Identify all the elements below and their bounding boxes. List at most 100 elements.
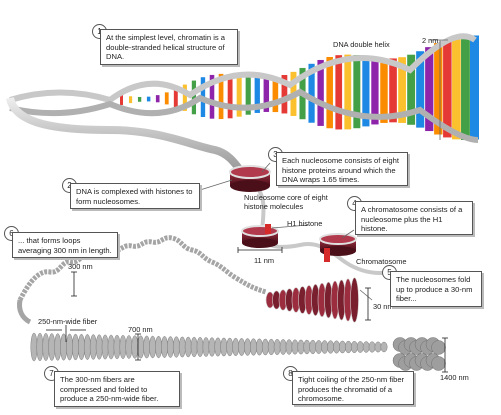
fiber-coil [309,339,317,355]
base-pair [137,96,142,102]
fiber-coil [83,334,91,360]
fiber-coil [149,335,157,359]
fiber-coil [333,340,340,354]
fiber-coil [48,333,56,361]
fiber-coil [143,335,151,359]
fiber-coil [327,340,335,354]
base-pair [245,76,251,115]
fiber-coil [297,339,305,355]
fiber-coil [285,339,293,355]
fiber-coil [36,332,44,362]
fiber-coil [72,333,79,361]
base-pair [335,55,343,130]
leader-lines [199,39,448,301]
nucleosome-with-h1 [241,224,279,248]
loop-fiber-300nm-lower [17,299,32,325]
helix-strand-b [9,88,479,143]
step-6-text: ... that forms loops averaging 300 nm in… [12,232,118,258]
base-pair [326,56,333,129]
base-pair [128,96,133,104]
step-2-text: DNA is complexed with histones to form n… [70,183,200,209]
fiber-coil [244,338,252,356]
base-pair [155,95,160,103]
fiber-coil [226,337,234,357]
fiber-coil [380,341,388,353]
step-8-text: Tight coiling of the 250-nm fiber produc… [292,371,414,405]
dimension-markers [46,247,448,373]
fiber-coil [315,340,323,354]
fiber-coil [131,335,139,359]
base-pair [173,88,178,108]
eleven-nm-label: 11 nm [254,256,274,265]
fiber-coil [30,332,38,362]
nucleosome [229,165,271,192]
base-pair [254,77,260,113]
base-pair [362,56,370,127]
fiber-coil [350,340,358,354]
fiber-coil [279,339,287,355]
thirty-nm-label: 30 nm [373,302,394,311]
chromatid [392,337,446,371]
base-pair [344,54,352,130]
step-7-text: The 300-nm fibers are compressed and fol… [54,371,180,407]
base-pair [209,74,215,119]
base-pair [398,57,406,123]
base-pair [191,80,197,115]
fiber-coil [267,338,275,356]
fiber-coil [78,333,85,361]
two-nm-label: 2 nm [422,36,439,45]
fiber-coil [161,336,168,358]
base-pair [425,47,434,132]
base-pair [218,73,224,120]
fiber-250nm-label: 250-nm-wide fiber [38,317,98,326]
fiber-coil [273,339,281,355]
fiber-coil [202,337,210,357]
step-1-text: At the simplest level, chromatin is a do… [100,29,238,65]
fiber-coil [166,336,174,358]
h1-histone-label: H1 histone [287,219,323,228]
fiber-coil [362,341,370,353]
base-pair [470,35,479,140]
fiber-coil [178,336,186,358]
step-4-text: A chromatosome consists of a nucleosome … [355,201,473,235]
fiber-coil [113,334,121,360]
base-pair [263,77,270,112]
dna-ribbon-tail [6,96,253,184]
fiber-coil [89,334,97,360]
fiber-coil [125,335,133,359]
dna-double-helix [9,33,479,143]
fiber-coil [374,341,382,353]
base-pair [371,57,379,125]
fiber-coil [42,333,50,361]
base-pair [461,35,470,141]
base-pair [120,95,123,105]
fiber-coil [107,334,115,360]
nucleosome-core-label: Nucleosome core of eight histone molecul… [244,193,328,211]
fiber-coil [220,337,228,357]
step-3-text: Each nucleosome consists of eight histon… [276,152,408,186]
fiber-coil [66,333,74,361]
fiber-coil [291,339,299,355]
fiber-coil [261,338,269,356]
fiber-coil [321,340,329,354]
base-pair [146,96,151,102]
fiber-coil [101,334,109,360]
fiber-coil [155,335,163,359]
fiber-coil [119,335,127,359]
fiber-coil [184,336,192,358]
loop-fiber-300nm [17,235,267,302]
fiber-coil [255,338,263,356]
fiber-coil [344,340,352,354]
fiber-250nm [30,332,388,362]
helix-strand-a [9,33,477,104]
base-pair [164,92,169,105]
base-pair [389,58,397,123]
fourteen-hundred-nm-label: 1400 nm [440,373,469,382]
base-pair [182,84,187,111]
base-pair [407,54,416,125]
chromatid-lobe [431,340,446,355]
fiber-coil [232,337,240,357]
base-pairs [120,35,479,141]
base-pair [281,75,288,114]
